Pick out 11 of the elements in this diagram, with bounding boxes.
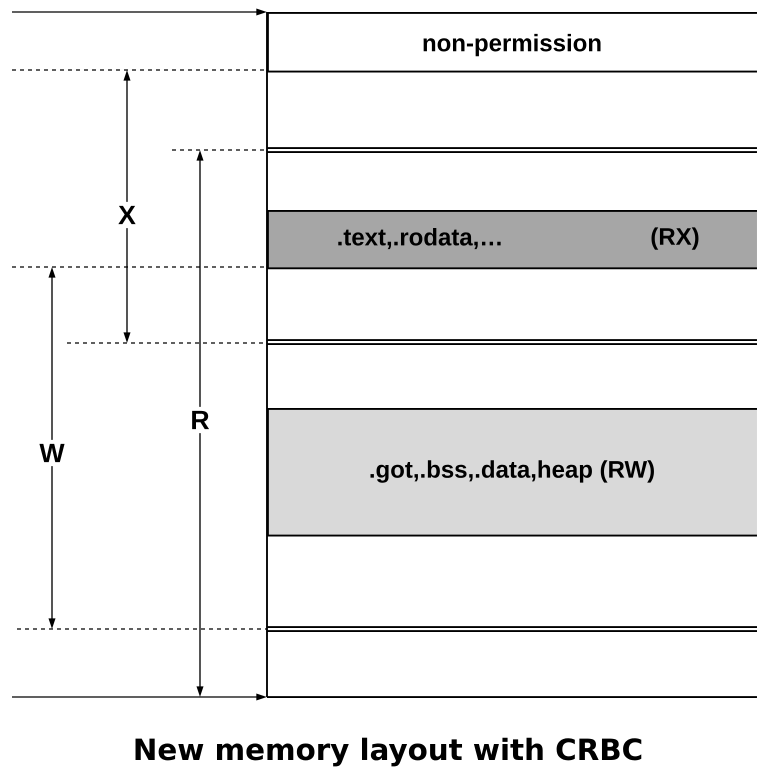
memory-region [267,408,757,537]
dimension-label: X [114,202,140,228]
region-label: non-permission [424,34,601,56]
caption: New memory layout with CRBC [136,738,642,766]
region-label: (RX) [652,227,698,250]
dimension-label: R [186,406,214,434]
region-label: .text,.rodata,… [338,228,501,250]
memory-region [267,12,757,73]
region-label: .got,.bss,.data,heap (RW) [370,460,654,483]
dimension-label: W [35,440,69,466]
memory-region [267,210,757,270]
